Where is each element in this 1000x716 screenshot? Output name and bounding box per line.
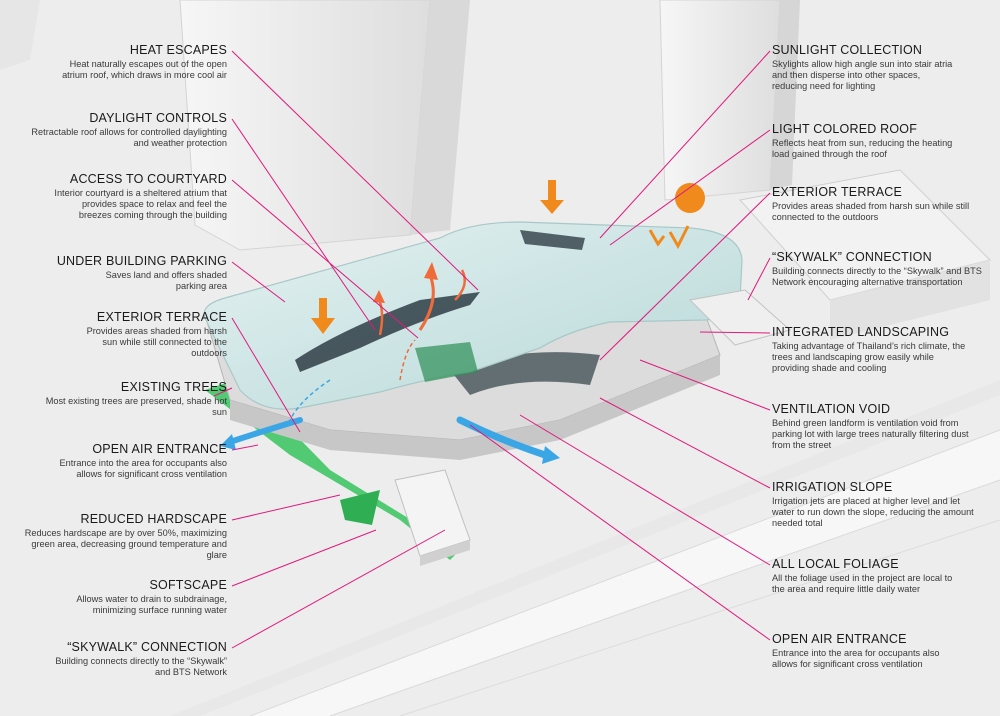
leader-open-air-entrance-right (469, 424, 771, 641)
label-softscape: SOFTSCAPE Allows water to drain to subdr… (2, 578, 227, 616)
label-description: Saves land and offers shaded parking are… (105, 270, 227, 291)
label-description: Skylights allow high angle sun into stai… (772, 59, 953, 91)
leader-exterior-terrace-right (599, 192, 771, 361)
leader-reduced-hardscape (231, 494, 341, 521)
label-access-courtyard: ACCESS TO COURTYARD Interior courtyard i… (2, 172, 227, 221)
leader-sunlight-collection (599, 50, 771, 239)
label-description: Retractable roof allows for controlled d… (31, 127, 227, 148)
label-title: ACCESS TO COURTYARD (69, 172, 227, 186)
label-title: ALL LOCAL FOLIAGE (772, 557, 899, 571)
label-description: Allows water to drain to subdrainage, mi… (76, 594, 227, 615)
label-description: Building connects directly to the “Skywa… (772, 266, 982, 287)
label-open-air-entrance-left: OPEN AIR ENTRANCE Entrance into the area… (2, 442, 227, 480)
airflow-arrows (220, 262, 560, 464)
leader-integrated-landscaping (699, 331, 771, 334)
label-description: Interior courtyard is a sheltered atrium… (54, 188, 227, 220)
label-title: INTEGRATED LANDSCAPING (772, 325, 950, 339)
leader-lines (213, 50, 771, 649)
label-description: Most existing trees are preserved, shade… (45, 396, 227, 417)
label-daylight-controls: DAYLIGHT CONTROLS Retractable roof allow… (2, 111, 227, 149)
label-title: IRRIGATION SLOPE (772, 480, 893, 494)
leader-skywalk-right (747, 257, 771, 301)
label-title: EXTERIOR TERRACE (772, 185, 903, 199)
label-description: Reduces hardscape are by over 50%, maxim… (24, 528, 227, 560)
leader-heat-escapes (231, 50, 479, 291)
label-integrated-landscaping: INTEGRATED LANDSCAPING Taking advantage … (772, 325, 997, 374)
label-sunlight-collection: SUNLIGHT COLLECTION Skylights allow high… (772, 43, 997, 92)
label-description: Provides areas shaded from harsh sun whi… (772, 201, 970, 222)
label-title: UNDER BUILDING PARKING (56, 254, 227, 268)
label-irrigation-slope: IRRIGATION SLOPE Irrigation jets are pla… (772, 480, 997, 529)
label-existing-trees: EXISTING TREES Most existing trees are p… (2, 380, 227, 418)
label-title: LIGHT COLORED ROOF (772, 122, 918, 136)
label-title: REDUCED HARDSCAPE (80, 512, 227, 526)
sun-icon (311, 180, 705, 334)
label-skywalk-left: “SKYWALK” CONNECTION Building connects d… (2, 640, 227, 678)
label-reduced-hardscape: REDUCED HARDSCAPE Reduces hardscape are … (2, 512, 227, 561)
leader-open-air-entrance-left (231, 444, 259, 451)
leader-access-courtyard (231, 179, 419, 339)
leader-existing-trees (213, 387, 233, 397)
label-description: Entrance into the area for occupants als… (59, 458, 227, 479)
label-description: Heat naturally escapes out of the open a… (62, 59, 227, 80)
leader-under-building-parking (231, 261, 286, 303)
label-description: Entrance into the area for occupants als… (772, 648, 940, 669)
label-heat-escapes: HEAT ESCAPES Heat naturally escapes out … (2, 43, 227, 81)
adjacent-building (739, 169, 991, 340)
label-description: Building connects directly to the “Skywa… (55, 656, 227, 677)
label-description: Reflects heat from sun, reducing the hea… (772, 138, 953, 159)
skywalks (394, 289, 792, 566)
leader-softscape (231, 529, 377, 587)
label-description: Taking advantage of Thailand’s rich clim… (772, 341, 966, 373)
label-title: “SKYWALK” CONNECTION (67, 640, 227, 654)
label-title: EXISTING TREES (120, 380, 227, 394)
label-title: DAYLIGHT CONTROLS (89, 111, 227, 125)
label-description: Irrigation jets are placed at higher lev… (772, 496, 974, 528)
label-exterior-terrace-right: EXTERIOR TERRACE Provides areas shaded f… (772, 185, 997, 223)
leader-daylight-controls (231, 118, 376, 331)
leader-exterior-terrace-left (231, 317, 301, 433)
label-title: “SKYWALK” CONNECTION (772, 250, 932, 264)
label-title: EXTERIOR TERRACE (96, 310, 227, 324)
label-title: SOFTSCAPE (149, 578, 227, 592)
leader-irrigation-slope (599, 397, 771, 489)
label-light-colored-roof: LIGHT COLORED ROOF Reflects heat from su… (772, 122, 997, 160)
label-title: HEAT ESCAPES (129, 43, 227, 57)
roads (170, 380, 1000, 716)
label-skywalk-right: “SKYWALK” CONNECTION Building connects d… (772, 250, 997, 288)
label-description: Provides areas shaded from harsh sun whi… (86, 326, 227, 358)
label-all-local-foliage: ALL LOCAL FOLIAGE All the foliage used i… (772, 557, 997, 595)
label-title: OPEN AIR ENTRANCE (92, 442, 227, 456)
label-exterior-terrace-left: EXTERIOR TERRACE Provides areas shaded f… (2, 310, 227, 359)
label-ventilation-void: VENTILATION VOID Behind green landform i… (772, 402, 997, 451)
label-title: OPEN AIR ENTRANCE (772, 632, 907, 646)
leader-ventilation-void (639, 359, 771, 411)
leader-light-colored-roof (609, 129, 771, 246)
leader-all-local-foliage (519, 414, 771, 566)
label-under-building-parking: UNDER BUILDING PARKING Saves land and of… (2, 254, 227, 292)
label-open-air-entrance-right: OPEN AIR ENTRANCE Entrance into the area… (772, 632, 997, 670)
background-towers (0, 0, 800, 251)
label-title: SUNLIGHT COLLECTION (772, 43, 923, 57)
label-description: Behind green landform is ventilation voi… (772, 418, 969, 450)
leader-skywalk-left (231, 529, 446, 649)
label-description: All the foliage used in the project are … (772, 573, 953, 594)
label-title: VENTILATION VOID (772, 402, 891, 416)
